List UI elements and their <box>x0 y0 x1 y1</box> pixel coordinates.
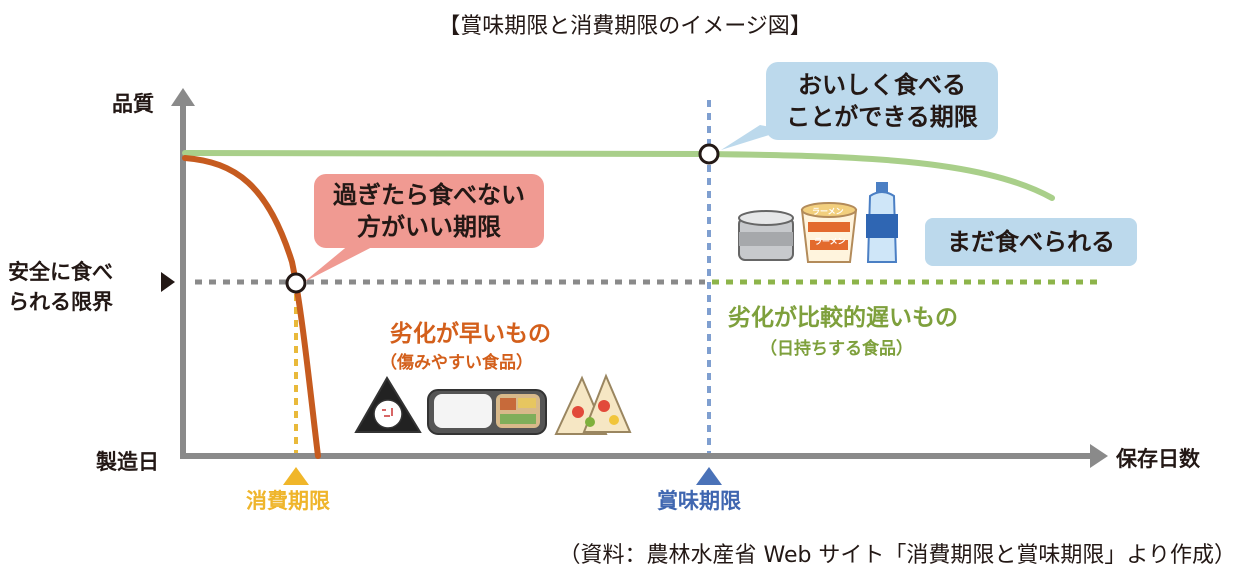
x-axis-label: 保存日数 <box>1116 447 1200 471</box>
consumption-bubble: 過ぎたら食べない 方がいい期限 <box>314 174 544 248</box>
best-before-marker <box>696 467 722 485</box>
origin-label: 製造日 <box>96 450 159 474</box>
threshold-label-line1: 安全に食べ <box>8 260 113 284</box>
perishable-subtitle: （傷みやすい食品） <box>380 353 533 373</box>
best-before-point <box>698 143 720 165</box>
still-edible-text: まだ食べられる <box>947 228 1115 256</box>
best-before-bubble-line2: ことができる期限 <box>786 103 978 131</box>
perishable-title: 劣化が早いもの <box>390 321 551 347</box>
y-axis-arrowhead <box>171 88 195 106</box>
cup-noodle-illustration <box>800 202 858 263</box>
best-before-label: 賞味期限 <box>657 489 741 513</box>
threshold-label-line2: られる限界 <box>8 290 113 314</box>
canned-food-illustration <box>738 210 794 261</box>
y-axis-label: 品質 <box>112 92 154 116</box>
sandwich-illustration <box>554 373 632 435</box>
bubble-tail-consumption <box>304 244 378 282</box>
quality-curve-slow <box>182 150 1055 201</box>
consumption-deadline-label: 消費期限 <box>246 489 330 513</box>
best-before-bubble-line1: おいしく食べる <box>798 71 966 99</box>
long-lasting-title: 劣化が比較的遅いもの <box>728 305 958 331</box>
long-lasting-subtitle: （日持ちする食品） <box>760 339 913 359</box>
diagram-title: 【賞味期限と消費期限のイメージ図】 <box>438 14 812 39</box>
consumption-bubble-line2: 方がいい期限 <box>357 213 501 241</box>
consumption-deadline-marker <box>283 467 309 485</box>
source-note: （資料：農林水産省 Web サイト「消費期限と賞味期限」より作成） <box>558 543 1236 568</box>
cup-label-top: ラーメン <box>812 207 844 216</box>
onigiri-illustration <box>354 376 422 433</box>
bento-illustration <box>427 389 547 435</box>
cup-label-mid: ラーメン <box>814 237 846 246</box>
still-edible-bubble: まだ食べられる <box>925 218 1137 266</box>
best-before-bubble: おいしく食べる ことができる期限 <box>766 62 998 140</box>
water-bottle-illustration <box>866 182 898 263</box>
consumption-bubble-line1: 過ぎたら食べない <box>333 181 525 209</box>
x-axis-arrowhead <box>1090 444 1108 468</box>
consumption-point <box>285 272 307 294</box>
quality-curve-fast <box>182 155 321 459</box>
threshold-marker-triangle <box>161 272 175 292</box>
